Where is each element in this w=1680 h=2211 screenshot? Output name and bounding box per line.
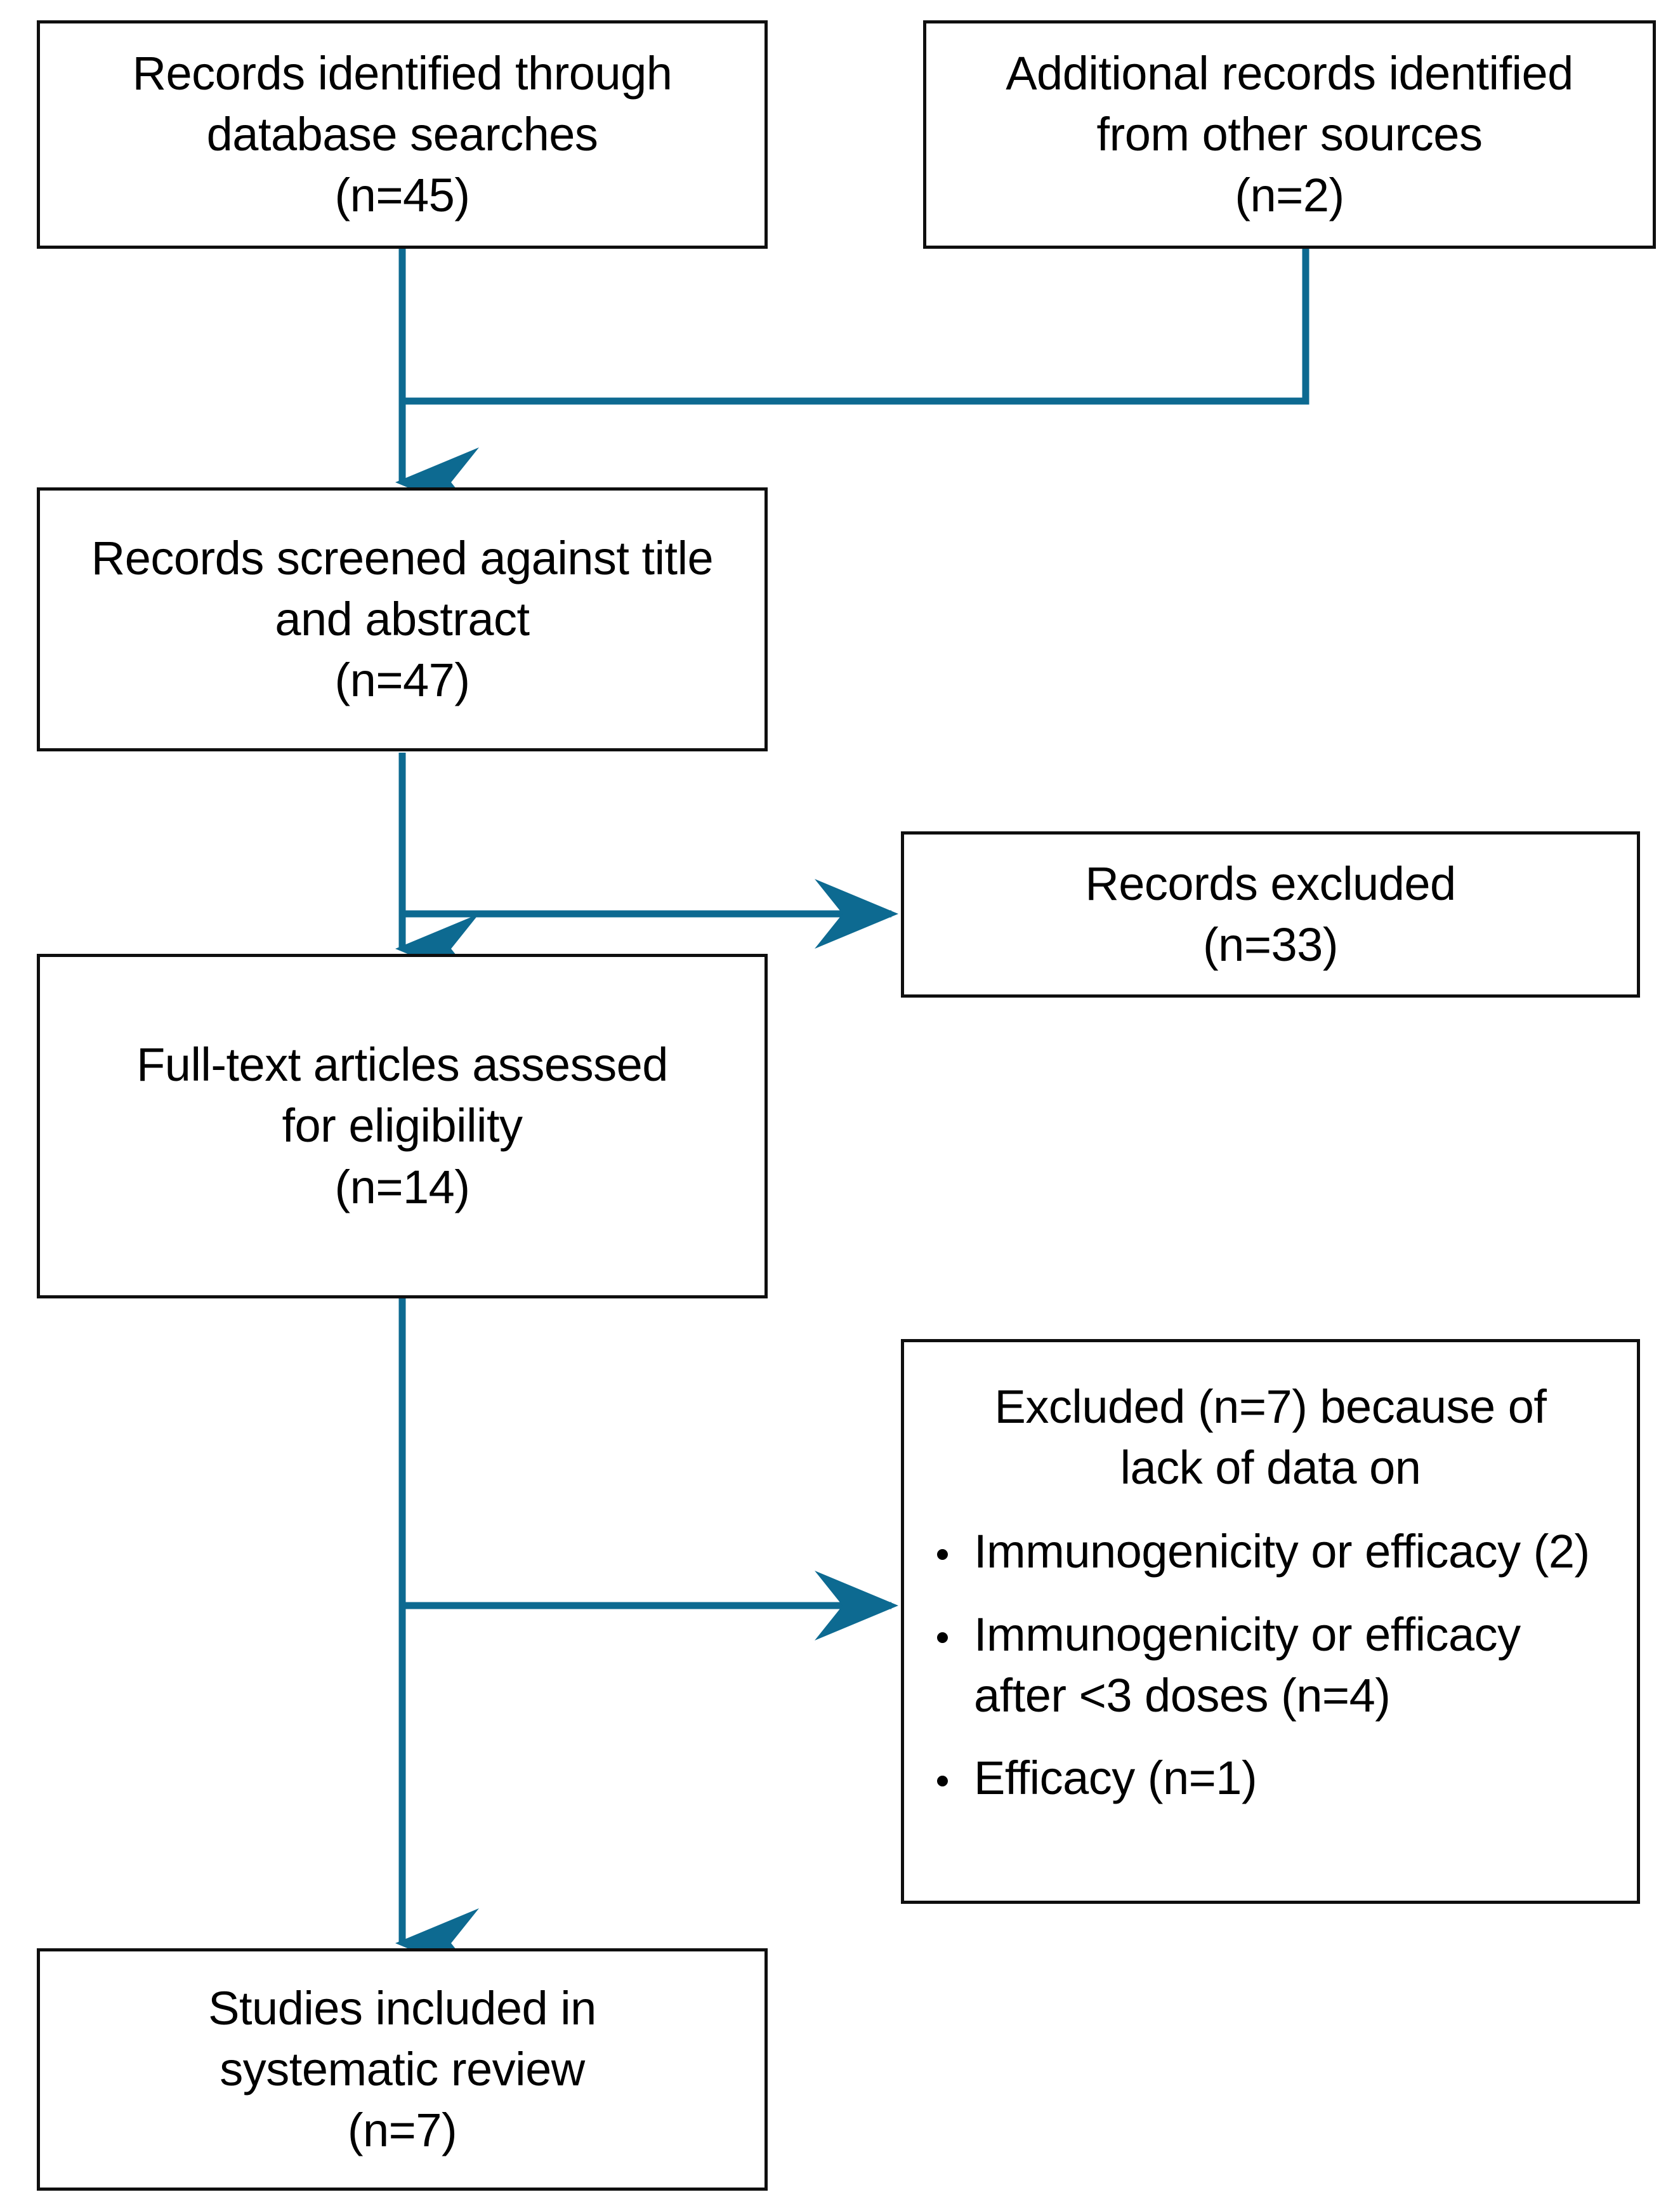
database-records-line-2: database searches (206, 107, 598, 161)
box-studies-included: Studies included in systematic review (n… (37, 1948, 768, 2191)
records-screened-line-1: Records screened against title (91, 531, 714, 584)
records-excluded-count: (n=33) (1203, 918, 1338, 971)
box-other-source-records: Additional records identified from other… (923, 20, 1656, 249)
other-records-line-2: from other sources (1096, 107, 1483, 161)
records-screened-count: (n=47) (334, 654, 470, 707)
records-excluded-line-1: Records excluded (1085, 857, 1456, 910)
full-text-count: (n=14) (334, 1160, 470, 1213)
exclusion-reason-text: Immunogenicity or efficacy (2) (974, 1525, 1590, 1578)
exclusion-reasons-list: Immunogenicity or efficacy (2) Immunogen… (929, 1521, 1611, 1809)
other-records-line-1: Additional records identified (1006, 46, 1573, 100)
exclusion-reasons-heading-line-1: Excluded (n=7) because of (994, 1380, 1547, 1433)
studies-included-count: (n=7) (347, 2104, 457, 2157)
full-text-line-1: Full-text articles assessed (136, 1038, 668, 1092)
database-records-count: (n=45) (334, 169, 470, 222)
box-exclusion-reasons: Excluded (n=7) because of lack of data o… (901, 1339, 1640, 1904)
exclusion-reason-text: Immunogenicity or efficacy after <3 dose… (974, 1607, 1521, 1722)
exclusion-reason-text: Efficacy (n=1) (974, 1751, 1257, 1804)
exclusion-reasons-heading: Excluded (n=7) because of lack of data o… (929, 1376, 1611, 1498)
records-screened-line-2: and abstract (275, 592, 530, 645)
bullet-icon (937, 1632, 948, 1643)
box-database-records: Records identified through database sear… (37, 20, 768, 249)
box-full-text-assessed: Full-text articles assessed for eligibil… (37, 954, 768, 1298)
full-text-line-2: for eligibility (282, 1099, 523, 1152)
exclusion-reasons-heading-line-2: lack of data on (1120, 1441, 1421, 1495)
studies-included-line-2: systematic review (220, 2042, 585, 2096)
other-records-count: (n=2) (1235, 169, 1344, 222)
list-item: Immunogenicity or efficacy (2) (929, 1521, 1611, 1582)
list-item: Immunogenicity or efficacy after <3 dose… (929, 1604, 1611, 1726)
box-records-excluded: Records excluded (n=33) (901, 831, 1640, 998)
database-records-line-1: Records identified through (132, 46, 673, 100)
list-item: Efficacy (n=1) (929, 1748, 1611, 1809)
bullet-icon (937, 1549, 948, 1561)
studies-included-line-1: Studies included in (208, 1981, 596, 2035)
box-records-screened: Records screened against title and abstr… (37, 487, 768, 751)
bullet-icon (937, 1775, 948, 1786)
connector-sources-to-screened (395, 249, 1309, 517)
